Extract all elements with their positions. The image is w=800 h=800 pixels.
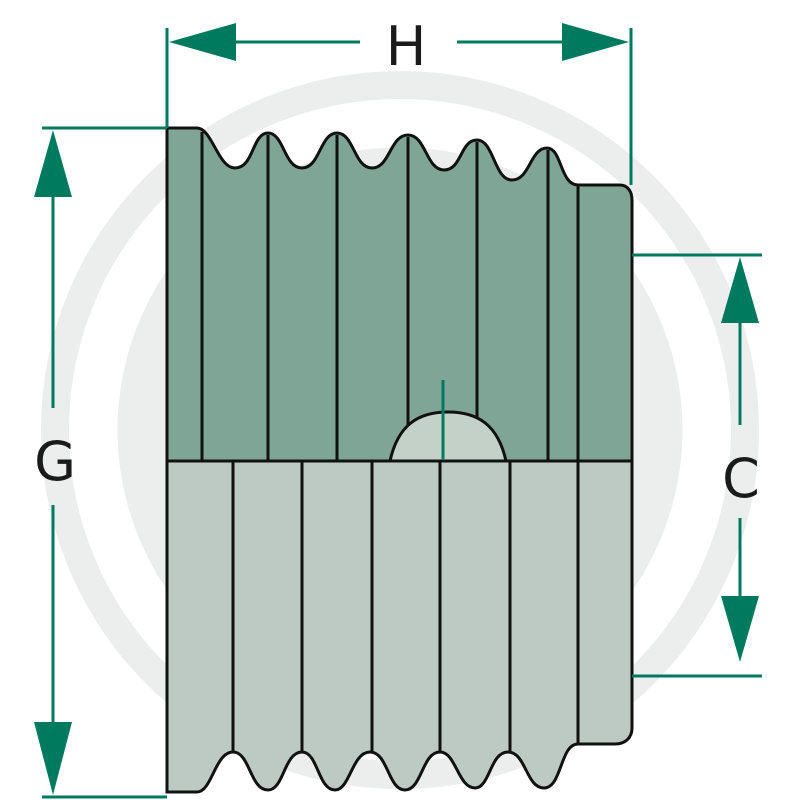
h-arrow-left — [169, 23, 236, 61]
upper-rib-lines — [200, 132, 580, 461]
c-arrow-bottom — [721, 596, 759, 662]
g-arrow-bottom — [34, 722, 72, 795]
key-half-dome — [388, 410, 508, 463]
c-arrow-top — [721, 257, 759, 323]
pulley-upper-half — [165, 126, 634, 463]
dimension-h — [165, 23, 633, 185]
dimension-g — [34, 126, 167, 799]
pulley-lower-half — [165, 459, 634, 794]
label-c: C — [722, 447, 760, 510]
h-arrow-right — [562, 23, 629, 61]
label-g: G — [34, 430, 76, 493]
lower-rib-lines — [231, 461, 580, 752]
dimension-c — [632, 253, 762, 678]
g-arrow-top — [34, 130, 72, 197]
label-h: H — [386, 15, 427, 78]
